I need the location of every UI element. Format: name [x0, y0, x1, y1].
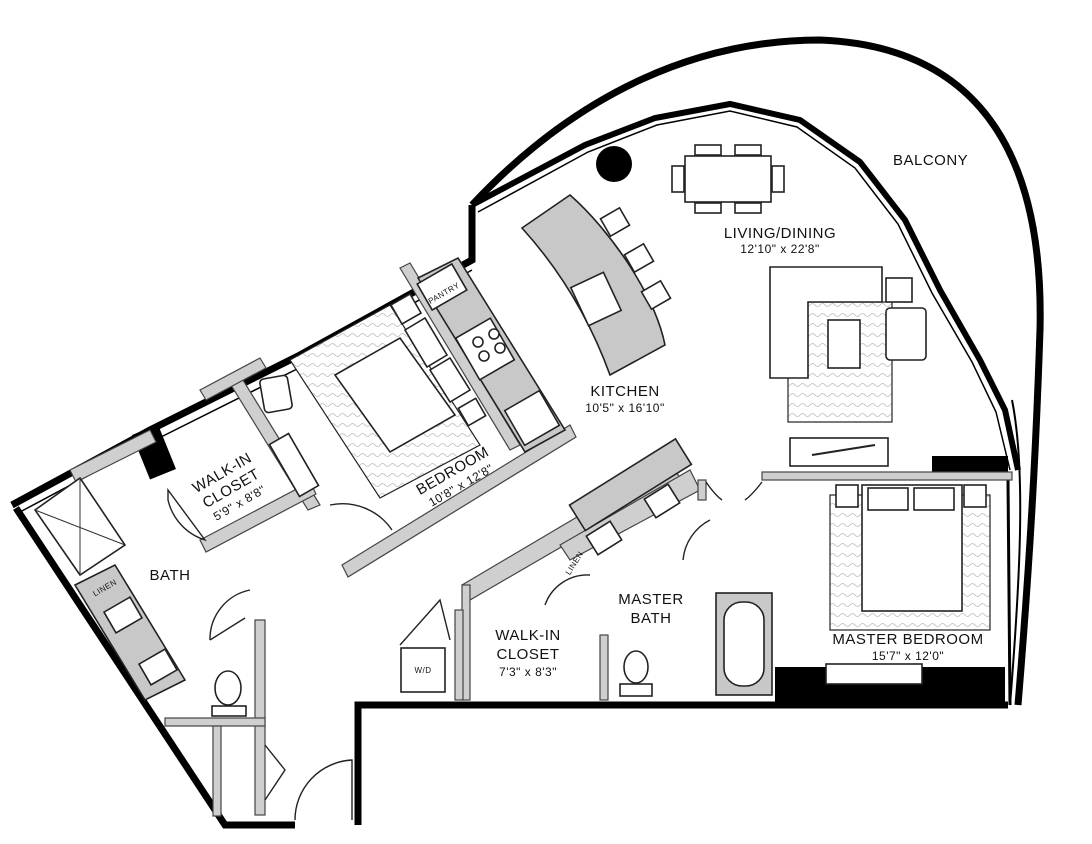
master-sink-2 [643, 483, 681, 519]
wall-master-left [697, 479, 707, 501]
door-coat[interactable] [264, 744, 286, 801]
dining-chair-4 [734, 202, 762, 214]
bedroom-nightstand-2 [457, 397, 487, 427]
bedroom-pillow-1 [403, 316, 449, 369]
master-dresser [825, 663, 923, 685]
master-vanity [568, 437, 693, 532]
wd-label: W/D [414, 666, 431, 675]
stool-3 [640, 279, 672, 311]
dining-chair-2 [734, 144, 762, 156]
balcony-label: BALCONY [893, 152, 968, 169]
wall-closet-left [199, 357, 267, 401]
master-nightstand-1 [835, 484, 859, 508]
window-facade-inner [477, 110, 1011, 471]
master-toilet [623, 650, 649, 684]
armchair-side [885, 277, 913, 303]
dining-chair-5 [671, 165, 685, 193]
bedroom-pillow-2 [428, 356, 472, 404]
door-master[interactable] [705, 481, 763, 501]
dining-chair-3 [694, 202, 722, 214]
living-dining-label: LIVING/DINING [724, 225, 836, 242]
wall-coat [212, 725, 222, 817]
door-bath-leaf [209, 617, 246, 641]
bath-label: BATH [150, 567, 191, 584]
kitchen-label: KITCHEN [590, 383, 659, 400]
dining-table [684, 155, 772, 203]
bedroom-nightstand [389, 292, 423, 326]
master-nightstand-2 [963, 484, 987, 508]
dining-chair-6 [771, 165, 785, 193]
fridge [503, 389, 561, 447]
closet2-label-line1: WALK-IN [495, 627, 560, 644]
plant [596, 146, 632, 182]
stool-2 [623, 242, 655, 274]
living-dining-size: 12'10" x 22'8" [740, 242, 820, 256]
window-facade [470, 100, 1021, 471]
closet2-label-line2: CLOSET [496, 646, 559, 663]
bedroom-desk [268, 432, 320, 498]
kitchen-cooktop [454, 317, 516, 381]
bedroom-bed [333, 336, 457, 454]
wall-wd-right [454, 609, 464, 701]
balcony-railing-inner [1009, 399, 1022, 706]
bath-toilet-tank [211, 705, 247, 717]
kitchen-size: 10'5" x 16'10" [585, 401, 665, 415]
wall-master-bath-left [599, 634, 609, 701]
door-bedroom[interactable] [329, 503, 393, 531]
door-closet2[interactable] [544, 574, 591, 606]
washer-dryer [400, 647, 446, 693]
wall-closet-bottom [199, 481, 317, 553]
dining-chair-1 [694, 144, 722, 156]
master-tub-inner [723, 601, 765, 687]
master-pillow-1 [867, 487, 909, 511]
wall-bedroom-bottom [341, 424, 577, 578]
media-console [789, 437, 889, 467]
wall-master-top [761, 471, 1013, 481]
door-closet1[interactable] [167, 487, 207, 542]
balcony-railing [469, 36, 1044, 706]
master-bedroom-size: 15'7" x 12'0" [872, 649, 944, 663]
burner-2 [488, 328, 500, 340]
column-master [932, 456, 1008, 474]
exterior-wall-bottom [354, 701, 1008, 825]
sofa [769, 266, 883, 379]
master-bath-label-line1: MASTER [618, 591, 684, 608]
bath-sink-2 [137, 648, 179, 686]
burner-3 [478, 350, 490, 362]
door-entry[interactable] [294, 759, 353, 821]
master-bath-label-line2: BATH [631, 610, 672, 627]
door-master-bath[interactable] [682, 519, 711, 561]
closet2-size: 7'3" x 8'3" [499, 665, 557, 679]
island-sink [569, 271, 623, 327]
door-wd[interactable] [399, 598, 451, 646]
master-pillow-2 [913, 487, 955, 511]
coffee-table [827, 319, 861, 369]
bath-toilet [214, 670, 242, 706]
bath-sink-1 [102, 596, 144, 634]
burner-1 [472, 336, 484, 348]
master-sink-1 [585, 520, 623, 556]
wall-wc [164, 717, 266, 727]
exterior-wall-left [13, 506, 295, 829]
bedroom-chair [259, 374, 293, 414]
burner-4 [494, 342, 506, 354]
pantry [416, 262, 468, 312]
door-bath[interactable] [209, 589, 251, 641]
master-toilet-tank [619, 683, 653, 697]
armchair [885, 307, 927, 361]
wall-bath-top [69, 429, 157, 483]
exterior-wall-right [1006, 479, 1012, 706]
stool-1 [599, 206, 631, 238]
master-bedroom-label: MASTER BEDROOM [832, 631, 983, 648]
